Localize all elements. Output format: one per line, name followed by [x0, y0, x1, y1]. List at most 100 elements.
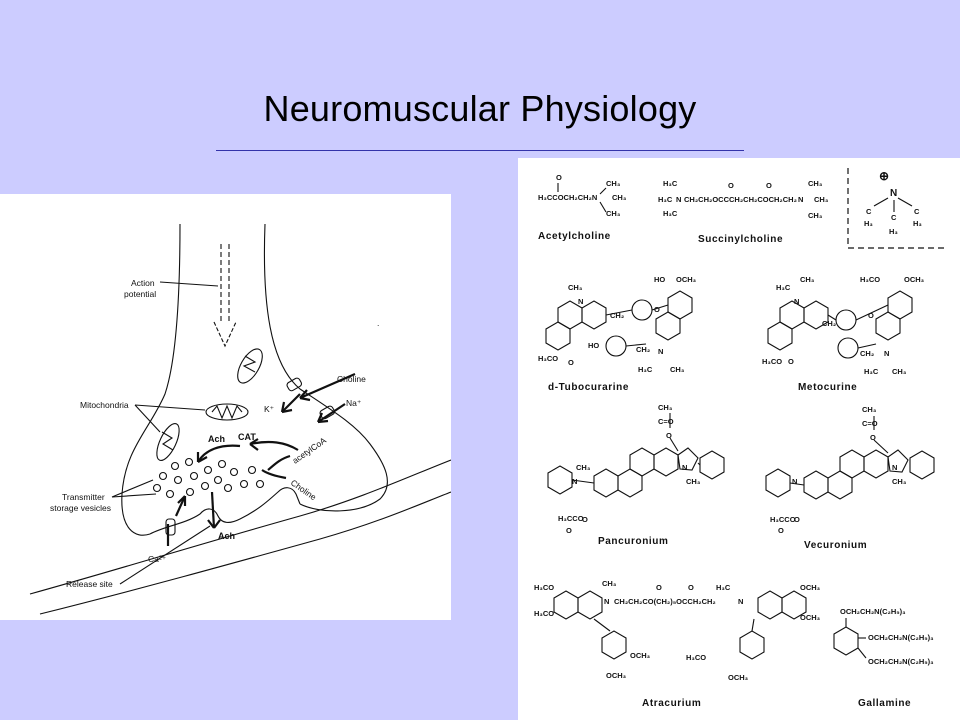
na-arrow	[317, 403, 346, 423]
svg-text:CH₃: CH₃	[606, 179, 621, 188]
svg-text:CH₃: CH₃	[576, 463, 591, 472]
gallamine-name: Gallamine	[858, 698, 911, 709]
ca-influx-arrow	[174, 495, 187, 517]
svg-text:CH₃: CH₃	[862, 405, 877, 414]
svg-text:OCH₃: OCH₃	[630, 651, 651, 660]
label-ach-bottom: Ach	[218, 531, 235, 541]
svg-text:N: N	[892, 463, 897, 472]
axon-wall-right	[263, 223, 388, 512]
svg-text:CH₃: CH₃	[892, 367, 907, 376]
svg-text:CH₃: CH₃	[602, 579, 617, 588]
succinylcholine-structure: H₃C H₃C H₃C N CH₂CH₂OCCCH₂CH₂COCH₂CH₂ O …	[658, 179, 829, 245]
exocytosis-arrow	[210, 491, 216, 529]
svg-text:CH₃: CH₃	[814, 195, 829, 204]
d-tubocurarine-name: d-Tubocurarine	[548, 382, 629, 393]
mitochondrion-3	[156, 423, 180, 461]
succinylcholine-name: Succinylcholine	[698, 234, 783, 245]
svg-text:OCH₂CH₂N(C₂H₅)₃: OCH₂CH₂N(C₂H₅)₃	[840, 607, 906, 616]
svg-text:H₃CO: H₃CO	[686, 653, 706, 662]
svg-text:CH₃: CH₃	[808, 211, 823, 220]
svg-text:H₃C: H₃C	[638, 365, 653, 374]
vesicles	[152, 457, 265, 499]
vecuronium-name: Vecuronium	[804, 540, 867, 551]
label-transmitter-2: storage vesicles	[50, 503, 111, 513]
svg-text:OCH₃: OCH₃	[728, 673, 749, 682]
mitochondria-leader-2	[134, 404, 161, 433]
svg-text:OCH₃: OCH₃	[800, 583, 821, 592]
svg-text:N: N	[658, 347, 663, 356]
svg-text:O: O	[656, 583, 662, 592]
svg-text:O: O	[794, 515, 800, 524]
svg-text:N: N	[792, 477, 797, 486]
label-na: Na⁺	[346, 398, 362, 408]
ca-channel	[165, 518, 176, 536]
vesicle-leader-2	[111, 493, 157, 498]
svg-text:⊕: ⊕	[879, 169, 889, 183]
svg-text:N: N	[572, 477, 577, 486]
action-potential-leader	[159, 281, 219, 287]
svg-text:H₃CO: H₃CO	[534, 609, 554, 618]
label-ach-left: Ach	[208, 434, 225, 444]
axon-wall-left	[121, 223, 181, 536]
label-acetylcoa: acetylCoA	[290, 435, 328, 466]
svg-text:OCH₃: OCH₃	[904, 275, 925, 284]
k-channel	[286, 377, 303, 392]
label-cat: CAT	[238, 432, 256, 442]
svg-text:CH₃: CH₃	[686, 477, 701, 486]
svg-text:C=O: C=O	[862, 419, 878, 428]
svg-text:O: O	[654, 305, 660, 314]
svg-text:O: O	[728, 181, 734, 190]
atracurium-structure: H₃CO H₃CO CH₃ N CH₂CH₂CO(CH₂)₅OCCH₂CH₂ H…	[534, 579, 821, 709]
svg-text:O: O	[788, 357, 794, 366]
svg-text:C=O: C=O	[658, 417, 674, 426]
svg-text:OCH₂CH₂N(C₂H₅)₃: OCH₂CH₂N(C₂H₅)₃	[868, 633, 934, 642]
metocurine-name: Metocurine	[798, 382, 857, 393]
svg-text:O: O	[688, 583, 694, 592]
svg-text:HO: HO	[654, 275, 665, 284]
svg-text:H₃: H₃	[889, 227, 898, 236]
svg-text:O: O	[666, 431, 672, 440]
svg-text:CH₃: CH₃	[892, 477, 907, 486]
vesicle-leader-1	[111, 479, 154, 498]
slide-title: Neuromuscular Physiology	[263, 88, 697, 129]
svg-text:N: N	[884, 349, 889, 358]
svg-text:CH₃: CH₃	[800, 275, 815, 284]
ach-loading-arrow	[197, 444, 241, 463]
svg-text:CH₃: CH₃	[612, 193, 627, 202]
gallamine-structure: OCH₂CH₂N(C₂H₅)₃ OCH₂CH₂N(C₂H₅)₃ OCH₂CH₂N…	[833, 607, 934, 709]
svg-text:H₃C: H₃C	[663, 209, 678, 218]
metocurine-structure: H₃C CH₃ N H₃CO OCH₃ CH₂ O H₃CO O CH₂ N H…	[762, 275, 925, 393]
vecuronium-structure: CH₃ C=O O N CH₃ N H₃CCO O O Vecuronium	[765, 405, 935, 551]
label-choline-top: Choline	[337, 374, 366, 384]
svg-text:O: O	[870, 433, 876, 442]
chemical-structures-panel: O H₃CCOCH₂CH₂N CH₃ CH₃ CH₃ Acetylcholine…	[518, 158, 960, 720]
label-transmitter-1: Transmitter	[62, 492, 105, 502]
svg-text:N: N	[794, 297, 799, 306]
acetylcholine-name: Acetylcholine	[538, 231, 611, 242]
pancuronium-name: Pancuronium	[598, 536, 669, 547]
svg-text:CH₃: CH₃	[658, 403, 673, 412]
svg-text:H₃: H₃	[864, 219, 873, 228]
neuromuscular-junction-diagram: Action potential Mitochondria Choline K⁺…	[0, 194, 451, 620]
svg-text:OCH₂CH₂N(C₂H₅)₃: OCH₂CH₂N(C₂H₅)₃	[868, 657, 934, 666]
svg-text:OCH₃: OCH₃	[606, 671, 627, 680]
pancuronium-structure: CH₃ C=O O N CH₃ N CH₃ H₃CCO O O Pancuron…	[547, 403, 725, 547]
acetylcoa-arrow	[267, 454, 291, 471]
svg-text:CH₂: CH₂	[860, 349, 874, 358]
label-ca: Ca²⁺	[148, 554, 167, 564]
label-action-1: Action	[131, 278, 155, 288]
mitochondrion-1	[237, 348, 263, 384]
acetylcholine-structure: O H₃CCOCH₂CH₂N CH₃ CH₃ CH₃ Acetylcholine	[538, 173, 627, 242]
label-k: K⁺	[264, 404, 275, 414]
svg-text:OCH₃: OCH₃	[800, 613, 821, 622]
svg-text:N: N	[682, 463, 687, 472]
svg-text:N: N	[738, 597, 743, 606]
svg-text:O: O	[778, 526, 784, 535]
svg-text:N: N	[798, 195, 803, 204]
cat-arrow	[249, 440, 299, 451]
svg-text:H₃CCO: H₃CCO	[770, 515, 796, 524]
svg-text:H₃CO: H₃CO	[538, 354, 558, 363]
junction-svg: Action potential Mitochondria Choline K⁺…	[29, 223, 451, 615]
svg-text:CH₂: CH₂	[610, 311, 624, 320]
terminal-membrane	[149, 487, 301, 535]
